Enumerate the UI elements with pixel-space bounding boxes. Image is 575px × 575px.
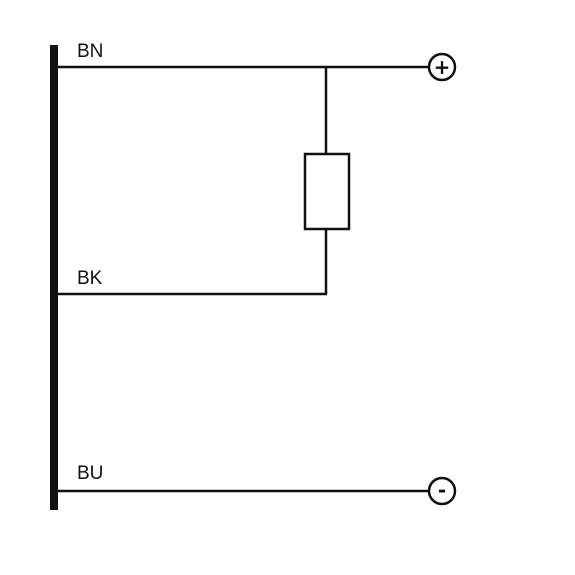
bu-wire-label: BU: [77, 463, 103, 484]
positive-terminal-circle: [427, 52, 457, 82]
negative-terminal-circle: [427, 476, 457, 506]
plus-icon: +: [434, 55, 451, 79]
positive-terminal: +: [427, 52, 457, 82]
bn-wire-label: BN: [77, 41, 103, 62]
load-resistor: [303, 152, 351, 231]
minus-icon: -: [438, 478, 446, 502]
bk-wire-label: BK: [77, 268, 103, 289]
negative-terminal: -: [427, 476, 457, 506]
sensor-connector-bar: [50, 45, 58, 510]
